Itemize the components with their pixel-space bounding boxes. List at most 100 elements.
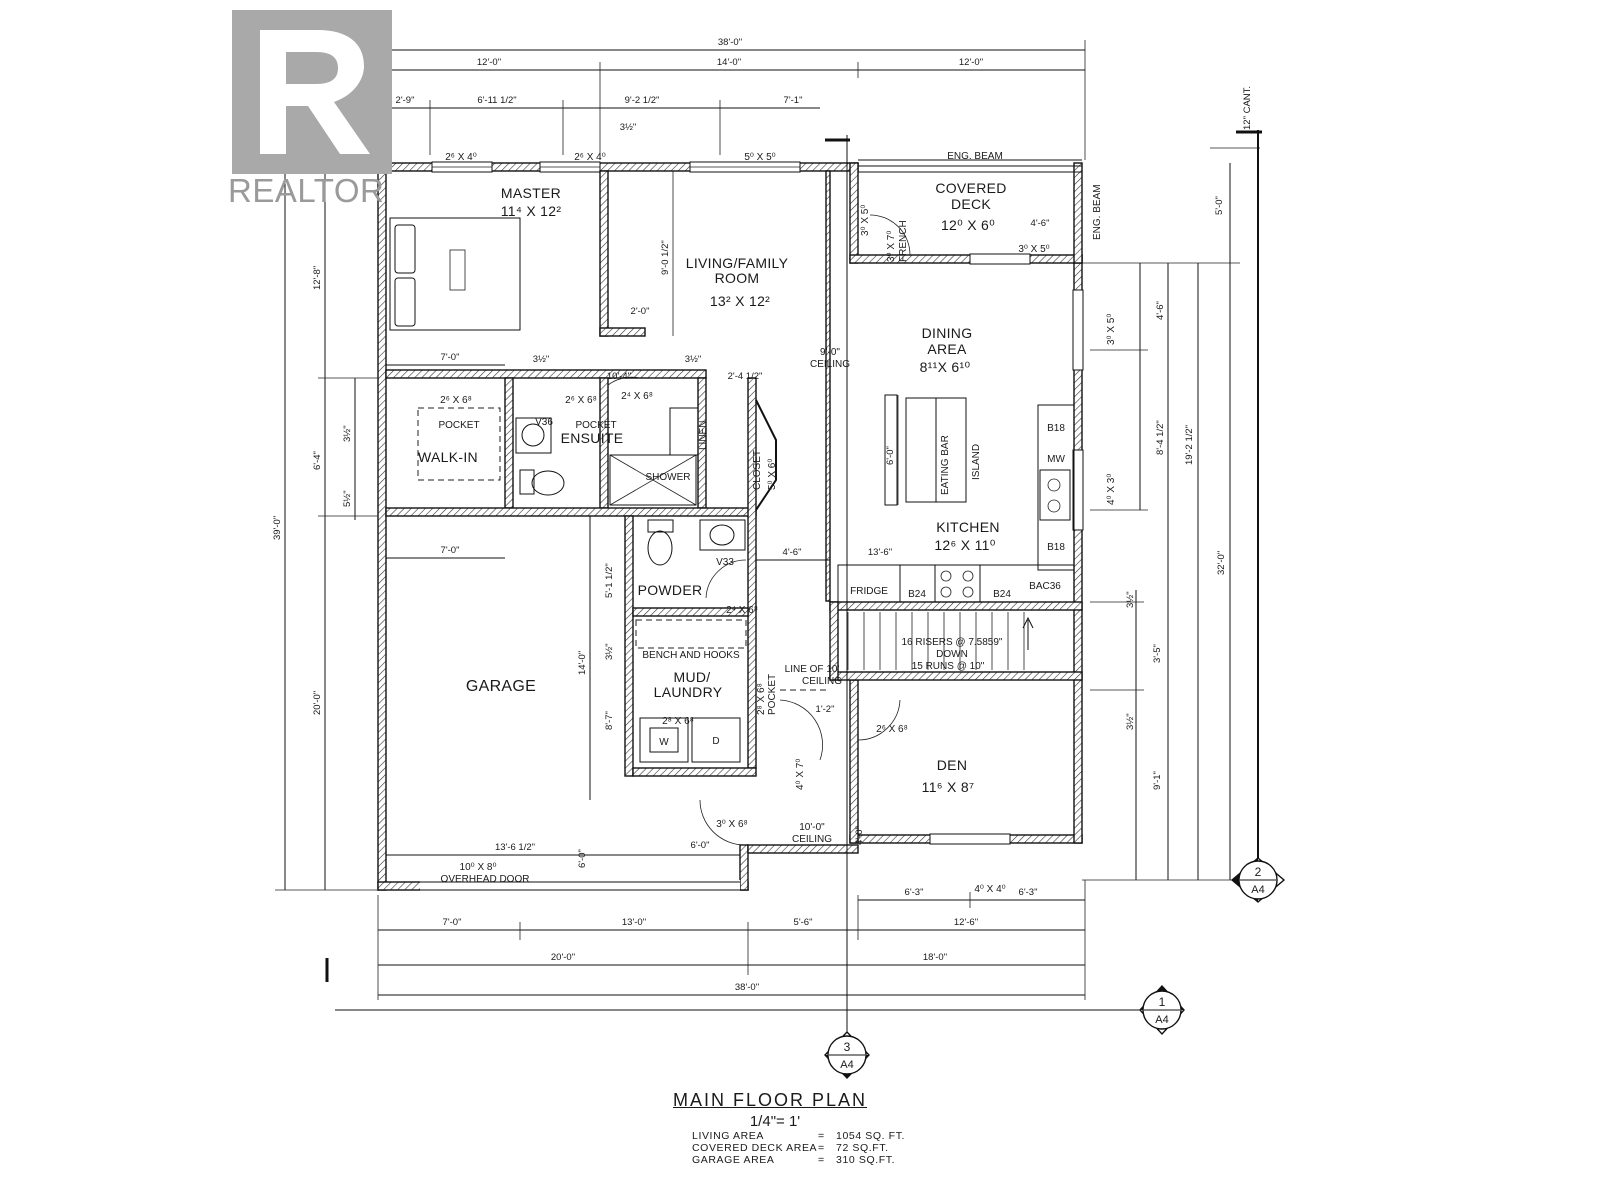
shower: SHOWER [646, 472, 691, 483]
dim-int-h1: 3½" [533, 354, 550, 365]
dim-right-e: 8'-4 1/2" [1155, 420, 1166, 455]
ceiling-9-word: CEILING [810, 359, 850, 370]
section-2-sheet: A4 [1251, 884, 1264, 896]
area-eq: = [818, 1142, 825, 1154]
realtor-logo-r-icon [260, 30, 370, 154]
room-den-size: 11⁶ X 8⁷ [922, 779, 975, 795]
dim-left-b: 6'-4" [312, 451, 323, 470]
eng-beam-side: ENG. BEAM [1092, 184, 1103, 240]
area-row: GARAGE AREA = 310 SQ.FT. [640, 1154, 940, 1166]
door-3: 2⁴ X 6⁸ [621, 391, 653, 402]
ceiling-10: 10'-0" [799, 822, 825, 833]
room-master: MASTER [501, 185, 561, 201]
interior-dimensions: 7'-0" 3½" 10'-4" 3½" 2'-4 1/2" 7'-0" 9'-… [386, 171, 1049, 868]
area-eq: = [818, 1130, 825, 1142]
dim-int-12: 1'-2" [816, 704, 835, 715]
dim-int-40: 4'-0" [854, 826, 865, 845]
ceiling-9: 9'-0" [820, 347, 840, 358]
line-of-10-word: CEILING [802, 676, 842, 687]
dim-top-c: 12'-0" [959, 57, 983, 68]
window-deck: 3⁰ X 5⁰ [860, 205, 871, 236]
room-dining-2: AREA [927, 341, 967, 357]
mw: MW [1047, 454, 1065, 465]
left-dimensions: 39'-0" 12'-8" 6'-4" 20'-0" 3½" 5½" [272, 162, 378, 982]
pocket-3: POCKET [767, 674, 778, 715]
dim-int-136: 13'-6" [868, 547, 892, 558]
dim-int-140: 14'-0" [577, 651, 588, 675]
window-deck-2: 3⁰ X 5⁰ [1018, 244, 1049, 255]
room-laundry: LAUNDRY [654, 684, 723, 700]
dim-int-20: 2'-0" [631, 306, 650, 317]
room-living: LIVING/FAMILY [686, 255, 789, 271]
room-powder: POWDER [638, 582, 703, 598]
dim-top-b: 14'-0" [717, 57, 741, 68]
dim-int-87: 8'-7" [604, 711, 615, 730]
dim-top2-b: 6'-11 1/2" [477, 95, 516, 106]
dim-top-a: 12'-0" [477, 57, 501, 68]
cant-label: 12" CANT. [1242, 86, 1253, 130]
section-marker-2: 2 A4 [1230, 857, 1286, 903]
realtor-wordmark: REALTOR [228, 172, 385, 209]
pocket-2: POCKET [575, 420, 616, 431]
section-1-num: 1 [1159, 995, 1166, 1009]
plan-title: MAIN FLOOR PLAN [672, 1090, 868, 1110]
b24-a: B24 [908, 589, 926, 600]
dim-int-1034: 10'-4" [607, 371, 631, 382]
bac36: BAC36 [1029, 581, 1061, 592]
dim-int-7a: 7'-0" [441, 352, 460, 363]
dim-right-h: 3½" [1125, 713, 1136, 730]
dim-bot-a: 20'-0" [551, 952, 575, 963]
dim-left-half2: 5½" [342, 490, 353, 507]
dim-left-c: 20'-0" [312, 691, 323, 715]
plan-scale: 1/4"= 1' [749, 1113, 801, 1130]
overhead-size: 10⁰ X 8⁰ [460, 862, 497, 873]
island: ISLAND [971, 444, 982, 480]
area-label: COVERED DECK AREA [692, 1142, 818, 1154]
dim-bot2-b: 13'-0" [622, 917, 646, 928]
dim-left-half1: 3½" [342, 425, 353, 442]
room-labels: MASTER 11⁴ X 12² LIVING/FAMILY ROOM 13² … [418, 180, 1006, 795]
dim-int-5112: 5'-1 1/2" [604, 563, 615, 598]
french-size: 3⁰ X 7⁰ [886, 231, 897, 262]
door-powder: 2⁴ X 6⁸ [726, 605, 758, 616]
dim-right-g: 3'-5" [1152, 644, 1163, 663]
room-living-size: 13² X 12² [710, 293, 770, 309]
dim-int-h3: 3½" [604, 643, 615, 660]
eng-beam-top: ENG. BEAM [947, 151, 1003, 162]
dim-int-2412: 2'-4 1/2" [728, 371, 763, 382]
dim-bot2-d: 12'-6" [954, 917, 978, 928]
annotations: ENG. BEAM ENG. BEAM 9'-0" CEILING 10'-0"… [438, 151, 1117, 895]
dim-right-c: 19'-2 1/2" [1184, 425, 1195, 465]
v36: V36 [535, 417, 553, 428]
dim-bot-b: 18'-0" [923, 952, 947, 963]
dim-top2-c: 9'-2 1/2" [625, 95, 660, 106]
room-living-2: ROOM [715, 270, 760, 286]
window-east: 3⁰ X 5⁰ [1106, 314, 1117, 345]
section-marker-1: 1 A4 [1139, 984, 1185, 1036]
line-of-10: LINE OF 10' [785, 664, 840, 675]
closet: CLOSET [752, 450, 763, 490]
dim-int-60c: 6'-0" [577, 849, 588, 868]
window-east-2: 4⁰ X 3⁰ [1106, 474, 1117, 505]
dim-den-b: 6'-3" [1019, 887, 1038, 898]
door-entry: 3⁰ X 6⁸ [716, 819, 748, 830]
section-marker-3: 3 A4 [824, 1030, 870, 1080]
area-eq: = [818, 1154, 825, 1166]
ceiling-10-word: CEILING [792, 834, 832, 845]
room-ensuite: ENSUITE [561, 430, 624, 446]
b18-b: B18 [1047, 542, 1065, 553]
right-dimensions: 5'-0" 32'-0" 19'-2 1/2" 4'-6" 8'-4 1/2" … [1082, 130, 1259, 881]
dim-top2-a: 2'-9" [396, 95, 415, 106]
bottom-dimensions: 7'-0" 13'-0" 5'-6" 12'-6" 6'-3" 6'-3" 20… [335, 135, 1140, 1035]
room-dining-size: 8¹¹X 6¹⁰ [920, 359, 971, 375]
pocket-1: POCKET [438, 420, 479, 431]
window-top-3: 5⁰ X 5⁰ [744, 152, 775, 163]
stairs [847, 612, 1034, 670]
window-den: 4⁰ X 4⁰ [974, 884, 1005, 895]
area-label: LIVING AREA [692, 1130, 764, 1142]
dim-bot-total: 38'-0" [735, 982, 759, 993]
dim-right-d: 4'-6" [1155, 301, 1166, 320]
room-deck: COVERED [935, 180, 1006, 196]
room-walk-in: WALK-IN [418, 449, 478, 465]
dim-left-total: 39'-0" [272, 516, 283, 540]
